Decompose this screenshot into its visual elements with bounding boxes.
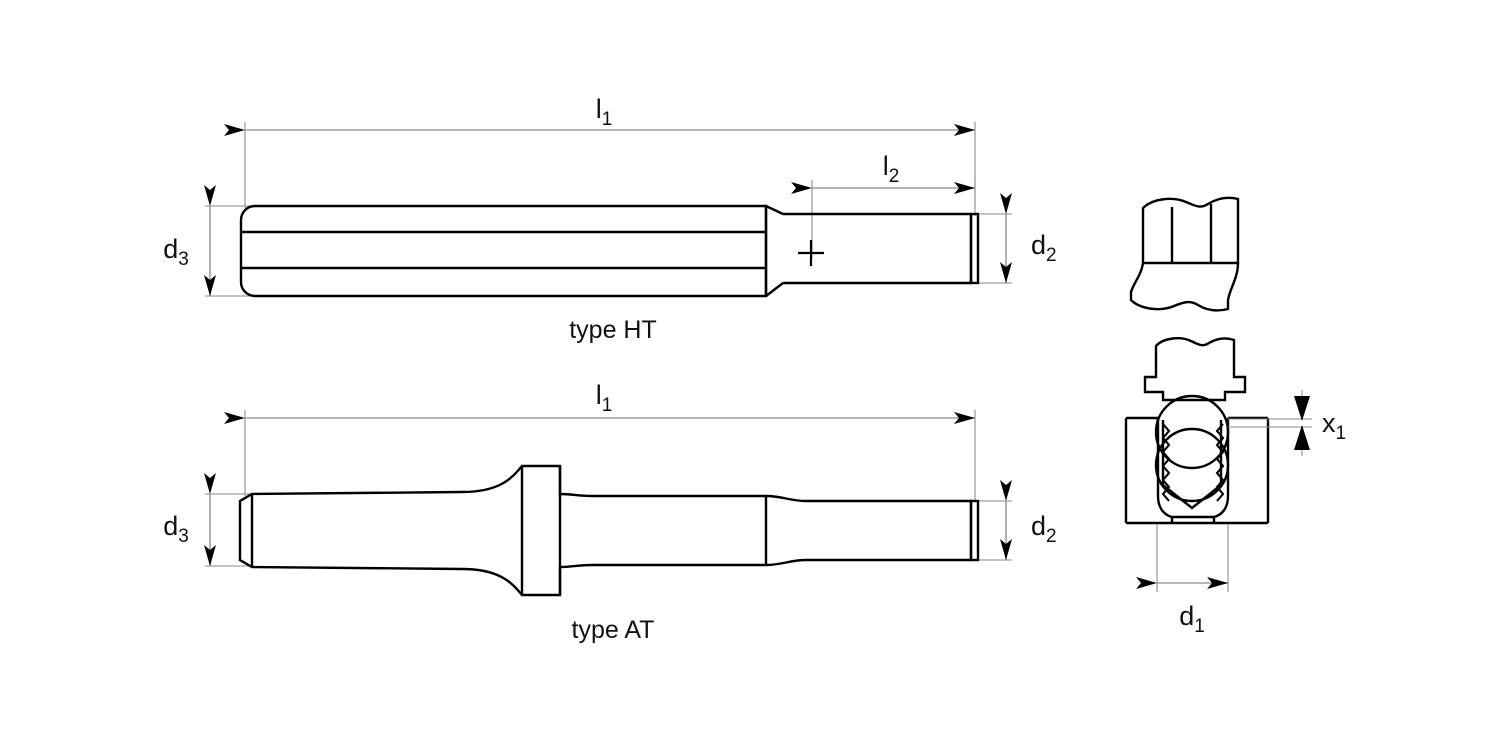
detail-view-punch-die-assembly [1124, 337, 1312, 592]
label-d3-ht: d3 [163, 234, 189, 270]
detail-top-lower-body [1129, 262, 1240, 312]
die-cavity-right-wall [1213, 418, 1230, 519]
workpiece-circle-lower [1154, 427, 1230, 503]
label-d3-at: d3 [163, 511, 189, 547]
at-extension-lines [205, 410, 1012, 567]
caption-type-at: type AT [572, 616, 655, 644]
punch-outline [1143, 337, 1247, 402]
workpiece-v-body [1161, 420, 1223, 510]
workpiece-circle-upper [1154, 394, 1230, 470]
dimension-x1-arrows [1294, 396, 1310, 450]
ht-extension-lines [205, 122, 1012, 297]
label-l1-at: l1 [596, 380, 613, 416]
label-l2-ht: l2 [883, 151, 900, 187]
label-d2-at: d2 [1031, 511, 1057, 547]
label-d1-detail: d1 [1179, 601, 1205, 637]
detail-top-outline [1141, 196, 1240, 265]
label-x1-detail: x1 [1322, 408, 1346, 444]
caption-type-ht: type HT [569, 316, 657, 344]
die-block-outline [1124, 416, 1270, 525]
ht-center-mark-cross-icon [798, 240, 824, 266]
die-cavity-floor [1170, 515, 1216, 523]
label-l1-ht: l1 [596, 94, 613, 130]
drawing-labels: l1 l2 d3 d2 type HT l1 d3 d2 type AT x1 … [163, 94, 1346, 644]
d1-extension-lines [1156, 524, 1229, 592]
ht-shank-outline [783, 212, 971, 285]
detail-view-broken-cylinder [1129, 196, 1240, 312]
at-end-cap [969, 499, 980, 562]
ht-hex-body-outline [239, 204, 768, 298]
ht-taper-shoulder [765, 204, 784, 297]
view-type-at [204, 410, 1012, 597]
label-d2-ht: d2 [1031, 230, 1057, 266]
view-type-ht [204, 122, 1012, 298]
ht-end-cap [969, 212, 980, 285]
die-cavity-left-wall [1156, 418, 1173, 519]
at-body-outline [238, 464, 973, 597]
